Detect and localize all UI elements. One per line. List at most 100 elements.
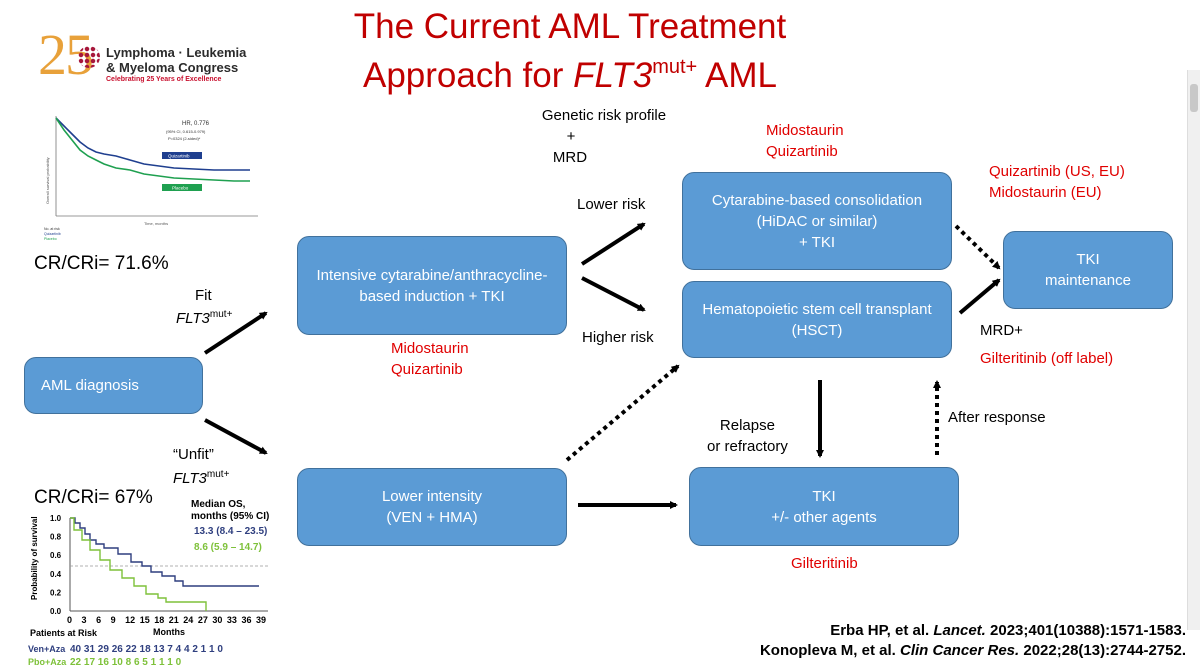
box-intensive-induction-line-1: Intensive cytarabine/anthracycline- — [316, 266, 548, 284]
title-gene-superscript: mut+ — [652, 56, 698, 78]
drug-maintenance-1: Quizartinib (US, EU) — [989, 163, 1125, 180]
label-fit: Fit — [195, 287, 212, 304]
km-top-legend-quizartinib-swatch — [162, 152, 202, 159]
label-fit-genotype: FLT3mut+ — [176, 304, 232, 329]
box-aml-diagnosis-label: AML diagnosis — [41, 377, 139, 394]
label-genetic-risk-line-1: Genetic risk profile — [541, 107, 667, 124]
reference-1: Erba HP, et al. Lancet. 2023;401(10388):… — [830, 622, 1186, 639]
cr-rate-top: CR/CRi= 71.6% — [34, 253, 169, 274]
km-top-legend-quizartinib: Quizartinib — [168, 154, 190, 159]
km-bottom-risk-row-pbo-aza: 22 17 16 10 8 6 5 1 1 1 0 — [70, 657, 182, 667]
box-consolidation-line-2: (HiDAC or similar) — [756, 212, 878, 230]
km-bottom-legend-ven-aza: 13.3 (8.4 – 23.5) — [194, 526, 267, 537]
label-unfit-gene: FLT3 — [173, 470, 207, 487]
km-bottom-ytick-label: 0.2 — [50, 588, 62, 597]
box-tki-line-2: +/- other agents — [771, 508, 877, 526]
label-higher-risk: Higher risk — [582, 329, 654, 346]
km-bottom-risk-label-pbo-aza: Pbo+Aza — [28, 657, 67, 667]
km-bottom-xtick-label: 0 — [67, 615, 72, 625]
label-unfit-genotype: FLT3mut+ — [173, 464, 229, 489]
reference-1-citation: 2023;401(10388):1571-1583. — [985, 622, 1186, 639]
label-genetic-risk-line-2: + — [566, 128, 576, 145]
label-unfit-superscript: mut+ — [206, 469, 230, 480]
label-after-response: After response — [948, 409, 1046, 426]
arrow-diagnosis-to-lower-intensity — [204, 418, 268, 455]
drug-consolidation-1: Midostaurin — [766, 122, 844, 139]
vertical-scrollbar[interactable] — [1187, 70, 1200, 630]
km-bottom-xtick-label: 33 — [227, 615, 237, 625]
km-top-pvalue: P=0324 (2-sided)* — [168, 136, 201, 141]
km-bottom-xtick-label: 39 — [256, 615, 266, 625]
km-top-risk-series-1: Quizartinib — [44, 232, 61, 236]
box-tki-maintenance: TKI maintenance — [1003, 231, 1173, 309]
box-consolidation-line-3: + TKI — [799, 233, 835, 251]
km-bottom-xtick-label: 30 — [212, 615, 222, 625]
km-bottom-curve-pbo-aza — [70, 517, 207, 611]
km-bottom-xtick-label: 24 — [183, 615, 193, 625]
drug-induction-2: Quizartinib — [391, 361, 463, 378]
box-consolidation: Cytarabine-based consolidation (HiDAC or… — [682, 172, 952, 270]
title-line-2-suffix: AML — [697, 56, 777, 95]
reference-2: Konopleva M, et al. Clin Cancer Res. 202… — [760, 642, 1186, 659]
km-bottom-xtick-label: 12 — [125, 615, 135, 625]
box-lower-intensity: Lower intensity (VEN + HMA) — [297, 468, 567, 546]
box-lower-intensity-line-1: Lower intensity — [381, 488, 483, 505]
box-lower-intensity-line-2: (VEN + HMA) — [386, 509, 478, 526]
km-top-xlabel: Time, months — [144, 221, 168, 226]
km-bottom-xlabel: Months — [153, 627, 185, 637]
km-bottom-ytick-label: 0.8 — [50, 533, 62, 542]
km-bottom-yticks: 1.0 0.8 0.6 0.4 0.2 0.0 — [50, 514, 62, 616]
km-bottom-risk-title: Patients at Risk — [30, 628, 98, 638]
km-chart-bottom: Median OS, months (95% CI) 13.3 (8.4 – 2… — [28, 499, 269, 667]
label-genetic-risk-line-3: MRD — [552, 149, 588, 166]
box-hsct-line-2: (HSCT) — [791, 321, 843, 339]
drug-maintenance-2: Midostaurin (EU) — [989, 184, 1102, 201]
box-tki-other-agents: TKI +/- other agents — [689, 467, 959, 546]
label-unfit: “Unfit” — [173, 446, 214, 463]
box-consolidation-line-1: Cytarabine-based consolidation — [711, 191, 923, 209]
drug-tki: Gilteritinib — [791, 555, 858, 572]
km-bottom-ytick-label: 0.0 — [50, 607, 62, 616]
scrollbar-thumb[interactable] — [1190, 84, 1198, 112]
congress-logo-line-1: Lymphoma · Leukemia — [106, 45, 247, 60]
km-bottom-risk-label-ven-aza: Ven+Aza — [28, 644, 66, 654]
reference-1-authors: Erba HP, et al. — [830, 622, 934, 639]
reference-1-journal: Lancet. — [933, 622, 986, 639]
label-lower-risk: Lower risk — [577, 196, 646, 213]
cr-rate-bottom: CR/CRi= 67% — [34, 487, 153, 508]
label-fit-gene: FLT3 — [176, 310, 210, 327]
km-bottom-risk-row-ven-aza: 40 31 29 26 22 18 13 7 4 4 2 1 1 0 — [70, 644, 223, 655]
km-bottom-xtick-label: 15 — [140, 615, 150, 625]
drugs-induction: Midostaurin Quizartinib — [391, 338, 469, 380]
km-chart-top: Overall survival probability Time, month… — [44, 116, 258, 241]
km-bottom-ytick-label: 1.0 — [50, 514, 62, 523]
km-top-ci: (95% CI, 0.615-0.979) — [166, 129, 206, 134]
label-relapse-line-1: Relapse — [719, 417, 775, 434]
title-line-2-prefix: Approach for — [362, 56, 574, 95]
km-top-curve-quizartinib — [55, 117, 250, 171]
km-top-ylabel: Overall survival probability — [45, 157, 50, 204]
reference-2-journal: Clin Cancer Res. — [899, 642, 1020, 659]
km-top-legend-placebo: Placebo — [172, 186, 189, 191]
box-intensive-induction: Intensive cytarabine/anthracycline- base… — [297, 236, 567, 335]
km-bottom-legend-pbo-aza: 8.6 (5.9 – 14.7) — [194, 542, 262, 553]
km-top-risk-label: No. at risk — [44, 227, 60, 231]
km-bottom-xtick-label: 27 — [198, 615, 208, 625]
label-relapse-line-2: or refractory — [707, 438, 788, 455]
congress-logo-line-2: & Myeloma Congress — [106, 60, 239, 75]
drugs-consolidation: Midostaurin Quizartinib — [766, 120, 844, 162]
label-mrd-positive: MRD+ — [980, 322, 1023, 339]
km-bottom-xtick-label: 9 — [111, 615, 116, 625]
box-intensive-induction-line-2: based induction + TKI — [359, 287, 505, 305]
drug-induction-1: Midostaurin — [391, 340, 469, 357]
reference-2-citation: 2022;28(13):2744-2752. — [1019, 642, 1186, 659]
km-bottom-ytick-label: 0.4 — [50, 570, 62, 579]
km-bottom-ytick-label: 0.6 — [50, 551, 62, 560]
slide-title: The Current AML Treatment Approach for F… — [300, 6, 840, 96]
km-top-risk-series-2: Placebo — [44, 237, 57, 241]
label-fit-superscript: mut+ — [209, 309, 233, 320]
arrow-lower-intensity-to-hsct — [565, 364, 680, 462]
km-top-legend-placebo-swatch — [162, 184, 202, 191]
